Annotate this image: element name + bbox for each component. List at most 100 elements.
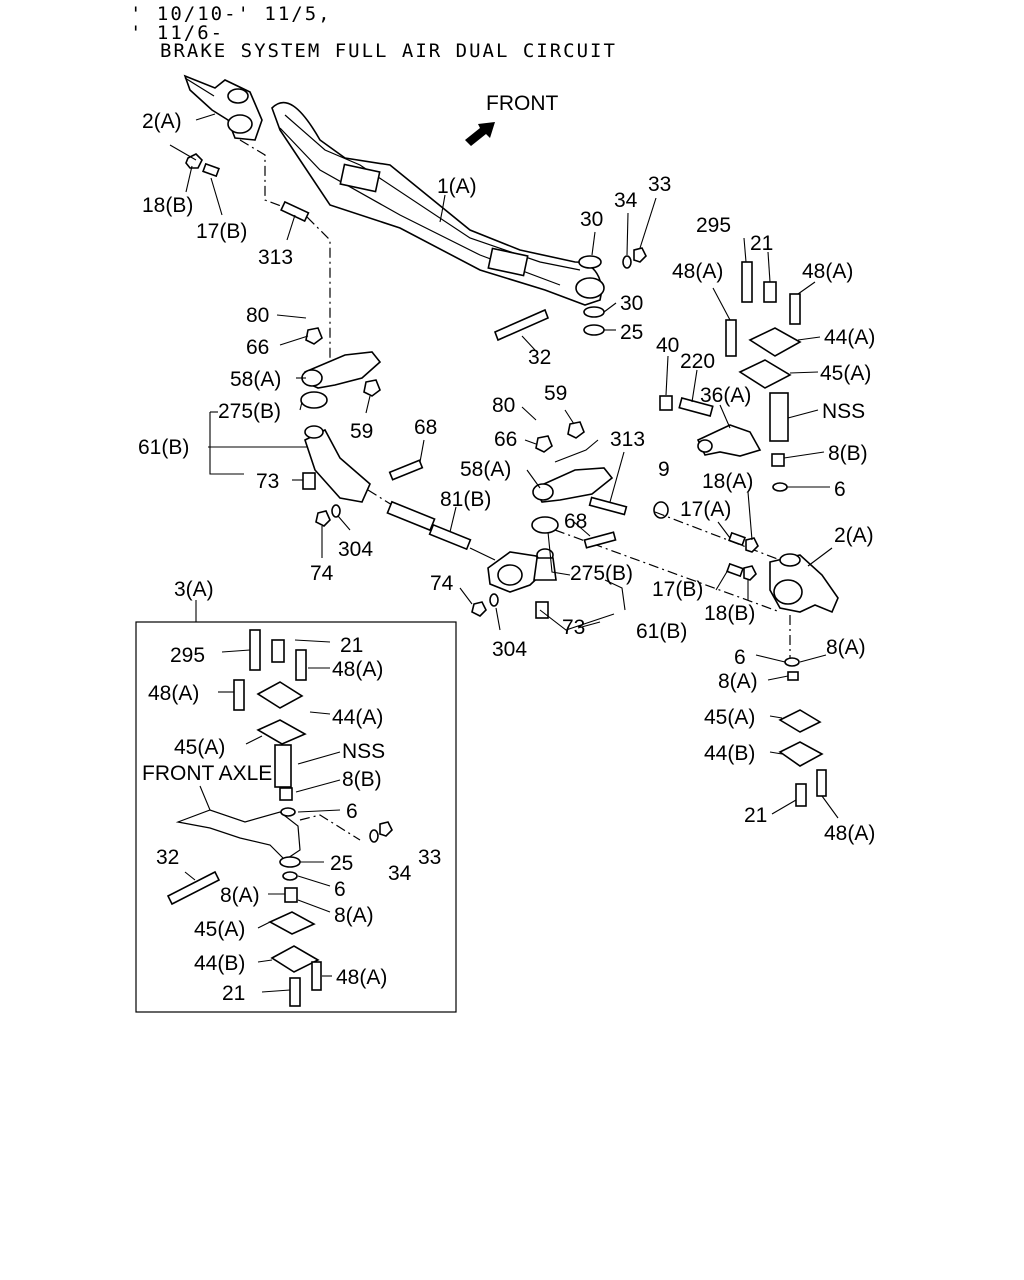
arm-58a-left bbox=[301, 351, 382, 389]
label-59-left: 59 bbox=[350, 420, 373, 443]
seal-275b-center bbox=[531, 516, 559, 534]
label-6-right-1: 6 bbox=[834, 478, 846, 501]
label-304-left: 304 bbox=[338, 538, 373, 561]
inset-ring-6 bbox=[280, 807, 296, 817]
label-32-mid: 32 bbox=[528, 346, 551, 369]
label-30-top: 30 bbox=[580, 208, 603, 231]
inset-label-44a: 44(A) bbox=[332, 706, 383, 729]
label-2a-right: 2(A) bbox=[834, 524, 874, 547]
inset-washer-34 bbox=[369, 829, 379, 843]
washer-30-top bbox=[578, 255, 602, 269]
nut-33-top bbox=[633, 247, 647, 263]
arm-61b-center bbox=[533, 548, 557, 581]
label-304-center: 304 bbox=[492, 638, 527, 661]
front-label: FRONT bbox=[486, 92, 558, 115]
seal-275b-left bbox=[300, 391, 328, 409]
inset-label-6-2: 6 bbox=[334, 878, 346, 901]
grease-fitting-73-left bbox=[302, 472, 316, 490]
label-8a-right-1: 8(A) bbox=[826, 636, 866, 659]
label-1a: 1(A) bbox=[437, 175, 477, 198]
inset-label-48a-1: 48(A) bbox=[332, 658, 383, 681]
chamber-44b-lower bbox=[778, 741, 824, 767]
label-74-center: 74 bbox=[430, 572, 454, 595]
inset-label-8a-2: 8(A) bbox=[334, 904, 374, 927]
inset-label-front-axle: FRONT AXLE bbox=[142, 762, 272, 785]
ring-6-lower bbox=[784, 657, 800, 667]
label-34-top: 34 bbox=[614, 189, 638, 212]
label-18b-right: 18(B) bbox=[704, 602, 755, 625]
nut-18b-top bbox=[185, 153, 203, 169]
label-3a: 3(A) bbox=[174, 578, 214, 601]
inset-label-34: 34 bbox=[388, 862, 412, 885]
label-275b-center: 275(B) bbox=[570, 562, 633, 585]
inset-brake-chamber bbox=[233, 629, 307, 745]
bush-8b-right bbox=[771, 453, 785, 467]
label-61b-center: 61(B) bbox=[636, 620, 687, 643]
label-220: 220 bbox=[680, 350, 715, 373]
bush-8a-lower bbox=[787, 671, 799, 681]
washer-34-top bbox=[622, 255, 632, 269]
label-17b-top: 17(B) bbox=[196, 220, 247, 243]
inset-nut-33 bbox=[379, 821, 393, 837]
label-44a-right: 44(A) bbox=[824, 326, 875, 349]
label-59-center: 59 bbox=[544, 382, 567, 405]
bolt-68-center bbox=[583, 531, 617, 549]
label-74-left: 74 bbox=[310, 562, 334, 585]
label-36a: 36(A) bbox=[700, 384, 751, 407]
label-30-mid: 30 bbox=[620, 292, 643, 315]
label-61b-left: 61(B) bbox=[138, 436, 189, 459]
valve-21-lower bbox=[795, 783, 807, 807]
inset-pin-32 bbox=[166, 870, 221, 906]
label-9: 9 bbox=[658, 458, 670, 481]
nut-74-center bbox=[471, 601, 487, 617]
label-66-center: 66 bbox=[494, 428, 517, 451]
nut-18b-right bbox=[743, 565, 757, 581]
nut-66-center bbox=[535, 435, 553, 453]
tie-rod-end-right bbox=[487, 551, 550, 593]
label-45a-right: 45(A) bbox=[820, 362, 871, 385]
label-48a-right-3: 48(A) bbox=[824, 822, 875, 845]
inset-label-48a-2: 48(A) bbox=[148, 682, 199, 705]
label-58a-left: 58(A) bbox=[230, 368, 281, 391]
washer-30-mid bbox=[583, 306, 605, 318]
bolt-68-left bbox=[388, 459, 424, 481]
label-6-right-2: 6 bbox=[734, 646, 746, 669]
inset-label-8b: 8(B) bbox=[342, 768, 382, 791]
nut-74-left bbox=[315, 510, 331, 527]
lever-36a bbox=[696, 424, 762, 457]
label-80-center: 80 bbox=[492, 394, 515, 417]
inset-bush-8b bbox=[279, 787, 293, 801]
label-68-left: 68 bbox=[414, 416, 437, 439]
label-17a-right: 17(A) bbox=[680, 498, 731, 521]
inset-label-21-2: 21 bbox=[222, 982, 245, 1005]
label-33-top: 33 bbox=[648, 173, 671, 196]
bolt-220 bbox=[678, 397, 714, 417]
label-275b-left: 275(B) bbox=[218, 400, 281, 423]
label-45a-right-2: 45(A) bbox=[704, 706, 755, 729]
diagram-title: BRAKE SYSTEM FULL AIR DUAL CIRCUIT bbox=[160, 40, 617, 62]
inset-label-33: 33 bbox=[418, 846, 441, 869]
inset-label-44b: 44(B) bbox=[194, 952, 245, 975]
inset-label-295: 295 bbox=[170, 644, 205, 667]
bolt-48a-lower bbox=[816, 769, 827, 797]
header-date-line-2: ' 11/6- bbox=[130, 22, 225, 44]
inset-bush-8a bbox=[284, 887, 298, 903]
leader-lines bbox=[169, 113, 839, 993]
inset-chamber-44b bbox=[270, 945, 320, 973]
inset-label-25: 25 bbox=[330, 852, 353, 875]
tube-81b bbox=[386, 500, 436, 532]
label-44b-right: 44(B) bbox=[704, 742, 755, 765]
arm-58a-center bbox=[532, 467, 614, 503]
inset-label-45a-2: 45(A) bbox=[194, 918, 245, 941]
label-48a-right-2: 48(A) bbox=[802, 260, 853, 283]
label-295-right: 295 bbox=[696, 214, 731, 237]
bolt-17b-right bbox=[726, 562, 744, 578]
inset-label-45a: 45(A) bbox=[174, 736, 225, 759]
label-8b-right: 8(B) bbox=[828, 442, 868, 465]
nut-18a-right bbox=[745, 537, 759, 553]
bolt-313-center bbox=[588, 496, 628, 516]
label-21-right: 21 bbox=[750, 232, 773, 255]
seal-9 bbox=[653, 501, 669, 519]
label-313-left: 313 bbox=[258, 246, 293, 269]
